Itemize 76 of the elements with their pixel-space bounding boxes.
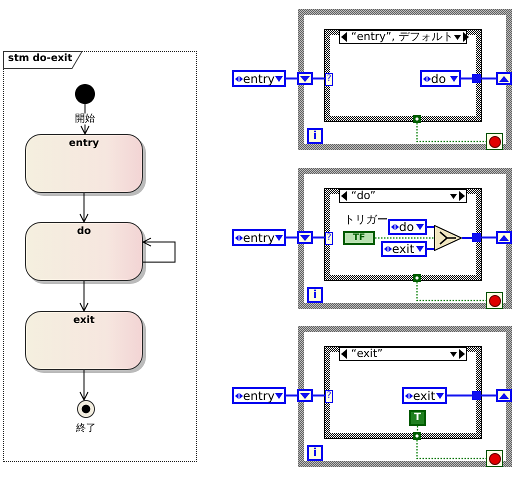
data-wire: [462, 237, 472, 239]
output-tunnel: [472, 391, 481, 400]
data-wire: [286, 394, 297, 396]
state-name: entry: [68, 138, 100, 149]
data-wire: [286, 78, 297, 80]
case-label: “do”: [350, 190, 377, 202]
shift-register: [496, 72, 512, 85]
selector-terminal: ?: [325, 232, 333, 245]
data-wire: [313, 394, 325, 396]
initial-state-dot: [75, 84, 95, 104]
output-tunnel: [472, 233, 481, 242]
transition-arrow: [142, 238, 176, 263]
enum-value: do: [431, 72, 447, 84]
case-structure: [325, 189, 481, 280]
enum-constant: [388, 219, 427, 235]
case-structure: [325, 30, 481, 121]
transition-arrow: [80, 370, 88, 400]
boolean-wire: [416, 440, 486, 460]
state-box: [25, 311, 143, 370]
enum-constant: [232, 387, 286, 404]
data-wire: [286, 236, 297, 238]
shift-register: [297, 231, 313, 244]
shift-register: [297, 72, 313, 85]
data-wire: [313, 236, 325, 238]
enum-value: entry: [243, 232, 275, 244]
data-wire: [461, 78, 472, 80]
enum-constant: [232, 70, 286, 87]
shift-register: [297, 389, 313, 402]
control-label: トリガー: [344, 212, 388, 227]
transition-arrow: [80, 280, 88, 312]
data-wire: [481, 394, 496, 396]
data-wire: [427, 248, 434, 250]
state-label: 終了: [76, 422, 96, 435]
boolean-wire: [416, 426, 418, 432]
shift-register: [496, 389, 512, 402]
iteration-terminal: i: [307, 287, 323, 303]
enum-value: do: [399, 221, 415, 233]
enum-constant: [402, 387, 447, 404]
condition-tunnel: [413, 432, 421, 440]
enum-value: entry: [243, 390, 275, 402]
iteration-terminal: i: [307, 128, 323, 144]
enum-constant: [420, 70, 461, 87]
enum-value: entry: [243, 72, 275, 84]
case-structure: [325, 347, 481, 438]
true-constant: T: [409, 410, 426, 426]
frame-title: stm do-exit: [8, 53, 72, 64]
state-box: [25, 134, 143, 193]
data-wire: [481, 78, 496, 80]
state-box: [25, 222, 143, 281]
selector-terminal: ?: [325, 73, 333, 86]
edge-label: 開始: [75, 114, 95, 124]
data-wire: [313, 78, 325, 80]
state-name: do: [76, 226, 92, 237]
boolean-wire: [416, 282, 486, 302]
iteration-terminal: i: [307, 445, 323, 461]
select-function: [434, 225, 462, 251]
data-wire: [481, 236, 496, 238]
enum-constant: [381, 241, 427, 257]
case-label: “exit”: [350, 348, 384, 360]
boolean-wire: [416, 123, 486, 142]
selector-terminal: ?: [325, 390, 333, 403]
enum-value: exit: [392, 243, 416, 255]
transition-arrow: [80, 192, 88, 222]
condition-tunnel: [413, 274, 421, 282]
boolean-control: TF: [343, 231, 375, 245]
boolean-wire: [375, 237, 434, 239]
data-wire: [427, 226, 434, 228]
case-label: “entry”, デフォルト: [350, 31, 454, 43]
condition-tunnel: [413, 115, 421, 123]
shift-register: [496, 231, 512, 244]
state-name: exit: [72, 315, 96, 326]
data-wire: [447, 394, 472, 396]
output-tunnel: [472, 74, 481, 83]
transition-arrow: [80, 104, 90, 134]
enum-constant: [232, 229, 286, 246]
enum-value: exit: [413, 390, 436, 402]
